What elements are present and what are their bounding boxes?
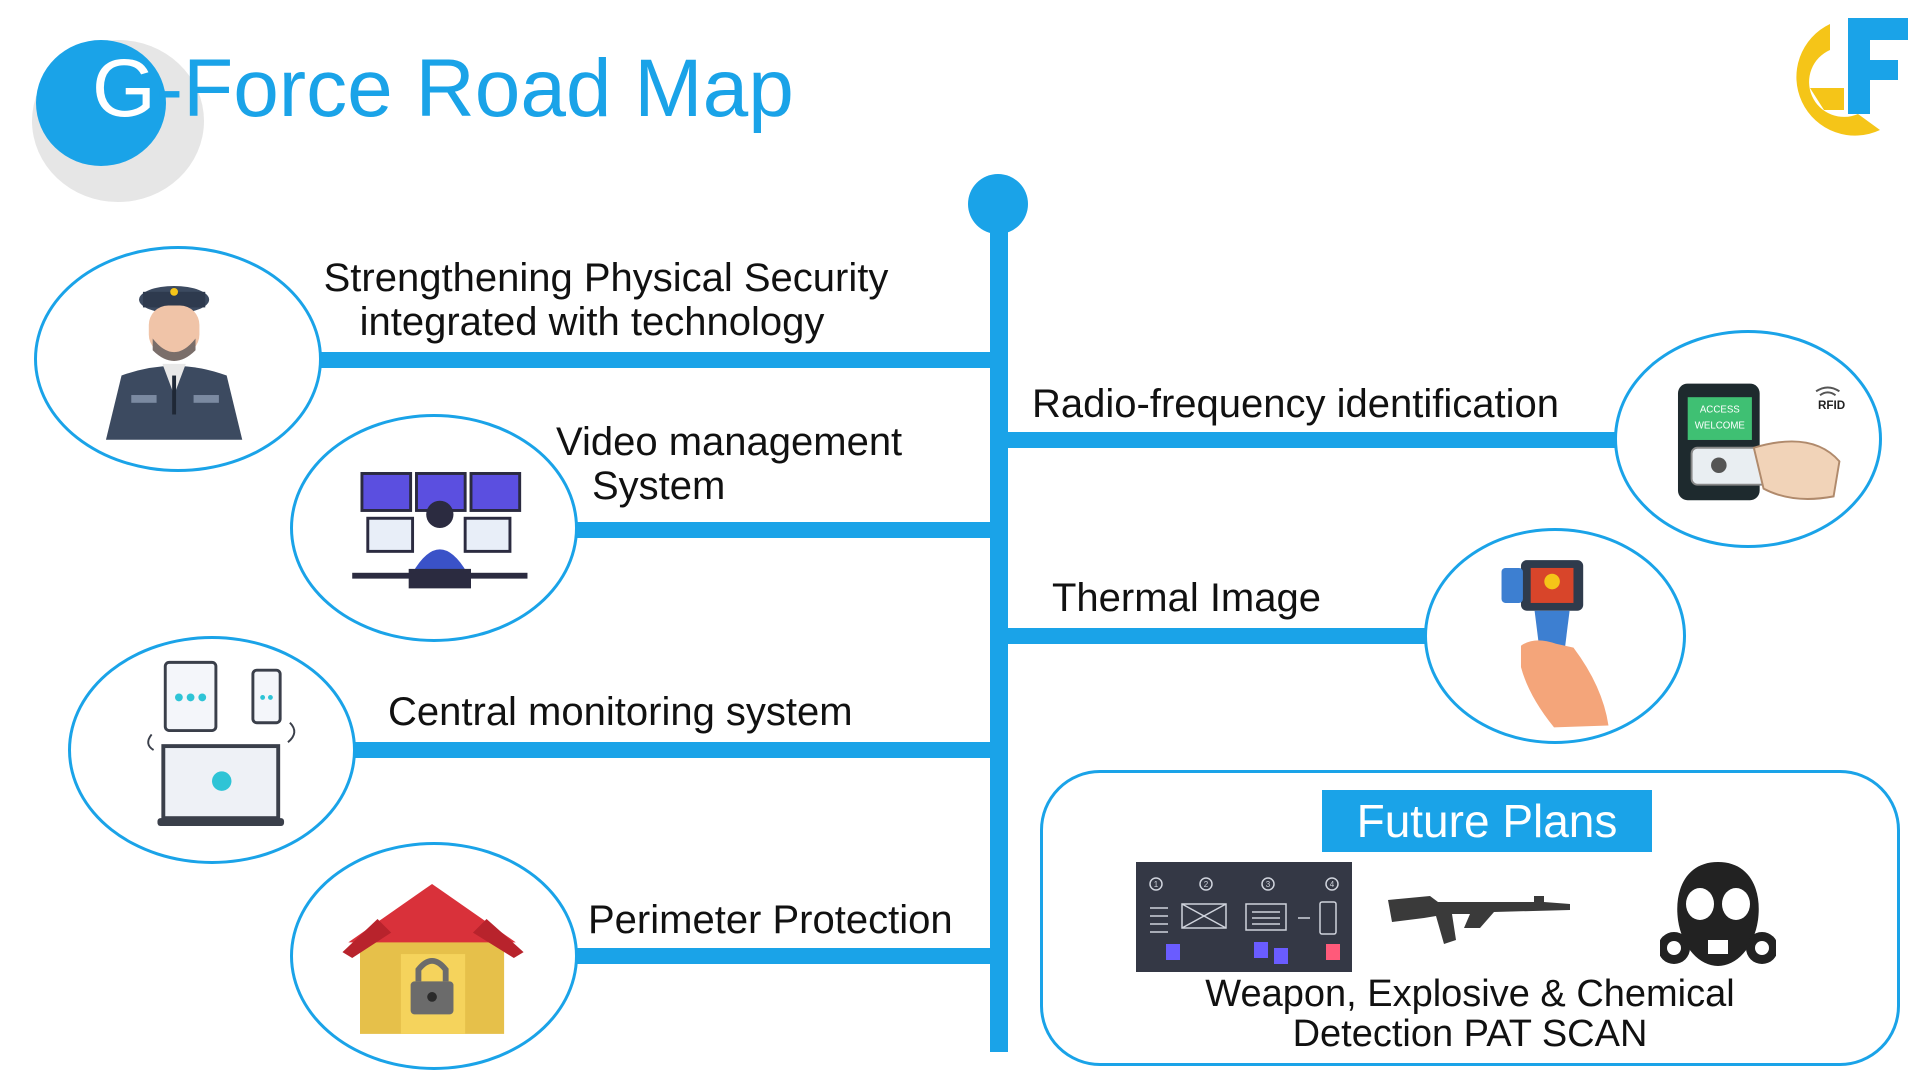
gforce-logo-icon: F: [1770, 10, 1908, 136]
branch-central-monitoring: [352, 742, 992, 758]
rfid-tag-text: RFID: [1818, 399, 1845, 412]
video-monitoring-icon: [352, 472, 528, 589]
title-letter: G: [92, 43, 156, 134]
label-video-management: Video management System: [556, 420, 903, 508]
label-central-monitoring: Central monitoring system: [388, 690, 853, 734]
branch-rfid: [1006, 432, 1620, 448]
perimeter-protection-circle: [290, 842, 578, 1070]
rifle-icon: [1388, 896, 1570, 944]
roadmap-trunk: [990, 200, 1008, 1052]
rfid-badge-access: ACCESS: [1700, 405, 1740, 416]
scan-step-3: 3: [1266, 880, 1271, 889]
branch-physical-security: [318, 352, 992, 368]
branch-video-management: [572, 522, 992, 538]
logo-letter: F: [1770, 10, 1771, 11]
scan-step-4: 4: [1330, 880, 1335, 889]
rfid-badge-welcome: WELCOME: [1695, 420, 1746, 431]
title-text: -Force Road Map: [155, 43, 794, 134]
future-plans-box: [1040, 770, 1900, 1066]
security-guard-circle: [34, 246, 322, 472]
rfid-circle: ACCESS WELCOME RFID: [1614, 330, 1882, 548]
gas-mask-icon: [1660, 862, 1776, 966]
scan-step-2: 2: [1204, 880, 1209, 889]
security-guard-icon: [105, 285, 243, 440]
title-badge: [36, 40, 166, 166]
branch-perimeter-protection: [574, 948, 992, 964]
thermal-camera-icon: [1501, 560, 1609, 728]
label-physical-security: Strengthening Physical Security integrat…: [323, 256, 889, 344]
devices-icon: [147, 660, 296, 826]
video-management-circle: [290, 414, 578, 642]
page-title: G-Force Road Map: [92, 48, 794, 130]
label-thermal: Thermal Image: [1052, 576, 1321, 620]
scan-flow-icon: 1 2 3 4: [1136, 862, 1352, 972]
central-monitoring-circle: [68, 636, 356, 864]
label-perimeter-protection: Perimeter Protection: [588, 898, 953, 942]
future-plans-description: Weapon, Explosive & Chemical Detection P…: [1205, 973, 1735, 1055]
house-lock-icon: [342, 883, 524, 1034]
thermal-circle: [1424, 528, 1686, 744]
rfid-icon: ACCESS WELCOME RFID: [1677, 383, 1845, 501]
future-plans-title: Future Plans: [1322, 790, 1652, 852]
branch-thermal: [1006, 628, 1428, 644]
scan-step-1: 1: [1154, 880, 1159, 889]
label-rfid: Radio-frequency identification: [1032, 382, 1559, 426]
